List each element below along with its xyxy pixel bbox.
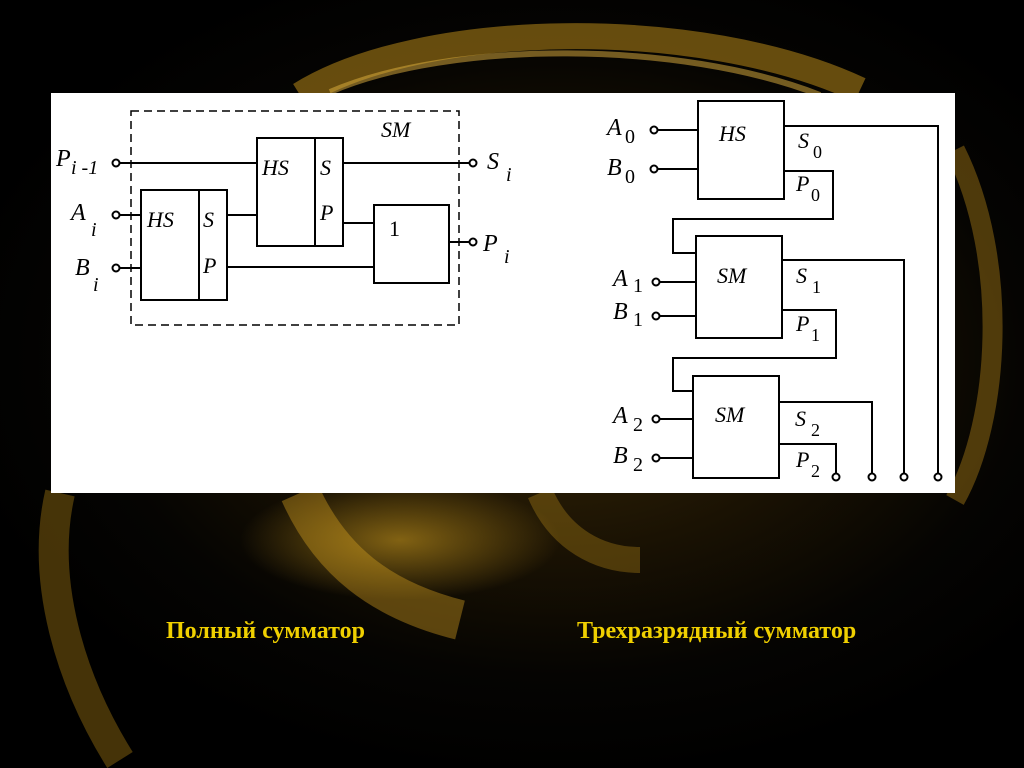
terminal-a-input <box>111 210 121 220</box>
bit2-s-subscript: 2 <box>811 420 820 440</box>
half-adder-2-label: HS <box>261 155 289 180</box>
half-adder-2-s-label: S <box>320 155 331 180</box>
bit1-a-subscript: 1 <box>633 275 643 297</box>
bit0-a-label: A <box>605 115 622 141</box>
bit0-b-label: B <box>607 155 622 181</box>
terminal-a0 <box>649 125 659 135</box>
bit0-block-label: HS <box>718 121 746 146</box>
bit1-b-label: B <box>613 299 628 325</box>
bit1-a-label: A <box>611 266 628 292</box>
bit1-s-label: S <box>796 263 807 288</box>
terminal-s1-out <box>899 472 909 482</box>
terminal-s0-out <box>933 472 943 482</box>
carry-output-label: P <box>482 231 498 257</box>
diagram-panel: SM HS S P HS S P 1 P i -1 A i B i S i P … <box>51 93 955 493</box>
terminal-sum-output <box>468 158 478 168</box>
bit0-p-label: P <box>795 171 809 196</box>
bit0-b-subscript: 0 <box>625 166 635 188</box>
bit2-full-adder <box>692 375 780 479</box>
full-adder-block-label: SM <box>381 117 412 142</box>
full-adder-boundary <box>130 110 460 326</box>
sum-output-label: S <box>487 149 499 175</box>
terminal-s2-out <box>867 472 877 482</box>
terminal-a2 <box>651 414 661 424</box>
sum-output-subscript: i <box>506 164 512 186</box>
bit0-a-subscript: 0 <box>625 126 635 148</box>
carry-in-label: P <box>55 146 71 172</box>
half-adder-1-s-label: S <box>203 207 214 232</box>
bit2-p-label: P <box>795 447 809 472</box>
bit0-p-subscript: 0 <box>811 185 820 205</box>
bit0-s-subscript: 0 <box>813 142 822 162</box>
terminal-b-input <box>111 263 121 273</box>
or-gate <box>373 204 450 284</box>
bit1-s-subscript: 1 <box>812 277 821 297</box>
half-adder-2-p-label: P <box>319 200 333 225</box>
terminal-p2-out <box>831 472 841 482</box>
bit1-p-label: P <box>795 311 809 336</box>
terminal-carry-output <box>468 237 478 247</box>
b-input-label: B <box>75 255 90 281</box>
terminal-b1 <box>651 311 661 321</box>
caption-full-adder: Полный сумматор <box>166 618 365 644</box>
bit1-block-label: SM <box>717 263 748 288</box>
terminal-b0 <box>649 164 659 174</box>
bit0-half-adder <box>697 100 785 200</box>
bit1-p-subscript: 1 <box>811 325 820 345</box>
half-adder-2 <box>256 137 344 247</box>
half-adder-1 <box>140 189 228 301</box>
bit2-a-label: A <box>611 403 628 429</box>
half-adder-1-label: HS <box>146 207 174 232</box>
bit0-s-label: S <box>798 128 809 153</box>
b-input-subscript: i <box>93 274 99 296</box>
bit2-p-subscript: 2 <box>811 461 820 481</box>
bit1-b-subscript: 1 <box>633 309 643 331</box>
bit1-full-adder <box>695 235 783 339</box>
circuit-diagrams: SM HS S P HS S P 1 P i -1 A i B i S i P … <box>55 100 943 482</box>
carry-output-subscript: i <box>504 246 510 268</box>
half-adder-1-p-label: P <box>202 253 216 278</box>
or-gate-label: 1 <box>389 216 400 241</box>
a-input-subscript: i <box>91 219 97 241</box>
carry-in-subscript: i -1 <box>71 157 98 179</box>
bit2-s-label: S <box>795 406 806 431</box>
terminal-a1 <box>651 277 661 287</box>
bit2-block-label: SM <box>715 402 746 427</box>
caption-three-bit-adder: Трехразрядный сумматор <box>577 618 857 644</box>
bit2-b-subscript: 2 <box>633 454 643 476</box>
bit2-a-subscript: 2 <box>633 414 643 436</box>
terminal-b2 <box>651 453 661 463</box>
bit2-b-label: B <box>613 443 628 469</box>
terminal-carry-in <box>111 158 121 168</box>
a-input-label: A <box>69 200 86 226</box>
